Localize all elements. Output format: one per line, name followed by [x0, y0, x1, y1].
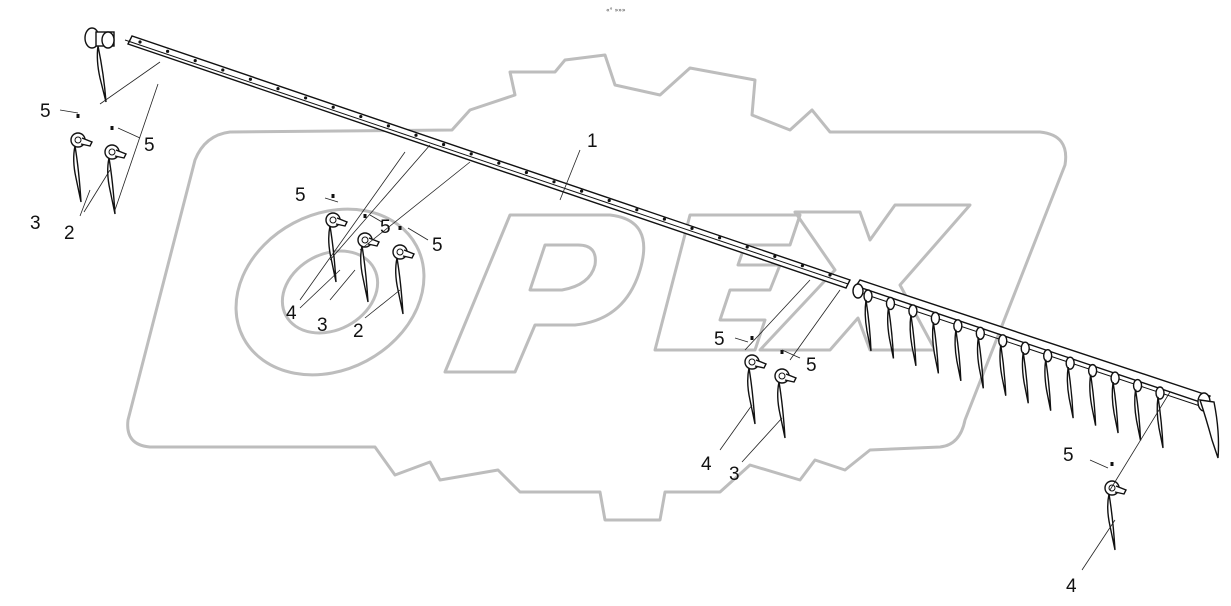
bar-tine: [1020, 341, 1030, 404]
callout-5: 5: [144, 135, 155, 156]
callout-5: 5: [1063, 445, 1074, 466]
hole-marker: [773, 254, 777, 258]
callout-2: 2: [64, 223, 75, 244]
hole-marker: [276, 87, 280, 91]
loose-tine: [104, 126, 127, 215]
hole-marker: [745, 245, 749, 249]
shaft-hole-markers: [138, 40, 832, 277]
bar-tine: [1110, 371, 1120, 434]
callout-5: 5: [714, 329, 725, 350]
watermark-gear: [126, 53, 1068, 522]
hole-marker: [580, 189, 584, 193]
bar-tine: [975, 326, 986, 389]
loose-tine: [744, 336, 767, 425]
callout-5: 5: [40, 101, 51, 122]
leader-lines: [59, 61, 1171, 571]
bar-tine: [1087, 363, 1098, 426]
hole-marker: [304, 96, 308, 100]
shaft-part-1: [84, 27, 851, 289]
hole-marker: [635, 208, 639, 212]
callout-4: 4: [1066, 576, 1077, 597]
tine-bar-left-end: [852, 283, 864, 299]
tine-bar-tines: [863, 289, 1165, 449]
loose-tine: [774, 350, 797, 439]
hole-marker: [497, 161, 501, 165]
callout-4: 4: [286, 303, 297, 324]
bar-tine: [908, 304, 918, 367]
watermark-letter-e: [653, 213, 802, 352]
hole-marker: [193, 59, 197, 63]
hole-marker: [552, 180, 556, 184]
callout-1: 1: [587, 131, 598, 152]
hole-marker: [221, 68, 225, 72]
callout-5: 5: [432, 235, 443, 256]
callout-5: 5: [295, 185, 306, 206]
shaft-left-tine: [96, 45, 107, 103]
hole-marker: [248, 77, 252, 81]
bar-tine: [953, 319, 963, 381]
bar-tine: [1065, 356, 1075, 419]
hole-marker: [359, 114, 363, 119]
bar-tine: [863, 289, 873, 352]
bar-tine: [1042, 348, 1053, 411]
hole-marker: [138, 40, 142, 44]
callouts: 1 5 5 3 2 5 5 5 4 3 2 5 5 4 3 5 4: [30, 101, 1077, 597]
hole-marker: [442, 142, 446, 147]
hole-marker: [166, 49, 170, 53]
hole-marker: [718, 236, 722, 240]
watermark-letter-o: [234, 207, 426, 377]
callout-3: 3: [729, 464, 740, 485]
hole-marker: [607, 198, 611, 203]
watermark-logo: [126, 53, 1068, 522]
hole-marker: [828, 273, 832, 277]
hole-marker: [662, 217, 667, 221]
hole-marker: [800, 264, 805, 268]
callout-5: 5: [380, 217, 391, 238]
callout-5: 5: [806, 355, 817, 376]
hole-marker: [469, 152, 473, 156]
hole-marker: [414, 133, 418, 137]
hole-marker: [690, 226, 694, 230]
header-code: «° »»»: [606, 7, 626, 14]
callout-3: 3: [317, 315, 328, 336]
bar-tine: [930, 311, 941, 374]
bar-tine: [1155, 386, 1165, 449]
loose-tine: [1104, 462, 1127, 551]
callout-2: 2: [353, 321, 364, 342]
loose-tine: [392, 226, 415, 315]
watermark-letter-p: [443, 213, 646, 374]
bar-tine: [885, 296, 896, 359]
hole-marker: [386, 124, 390, 128]
hole-marker: [524, 170, 529, 175]
tine-bar-right-tine: [1198, 399, 1220, 459]
bar-tine: [998, 334, 1008, 396]
callout-3: 3: [30, 213, 41, 234]
loose-tine: [70, 114, 93, 203]
callout-4: 4: [701, 454, 712, 475]
hole-marker: [331, 105, 335, 109]
bar-tine: [1132, 378, 1143, 441]
tine-bar-assembly: [852, 279, 1220, 459]
